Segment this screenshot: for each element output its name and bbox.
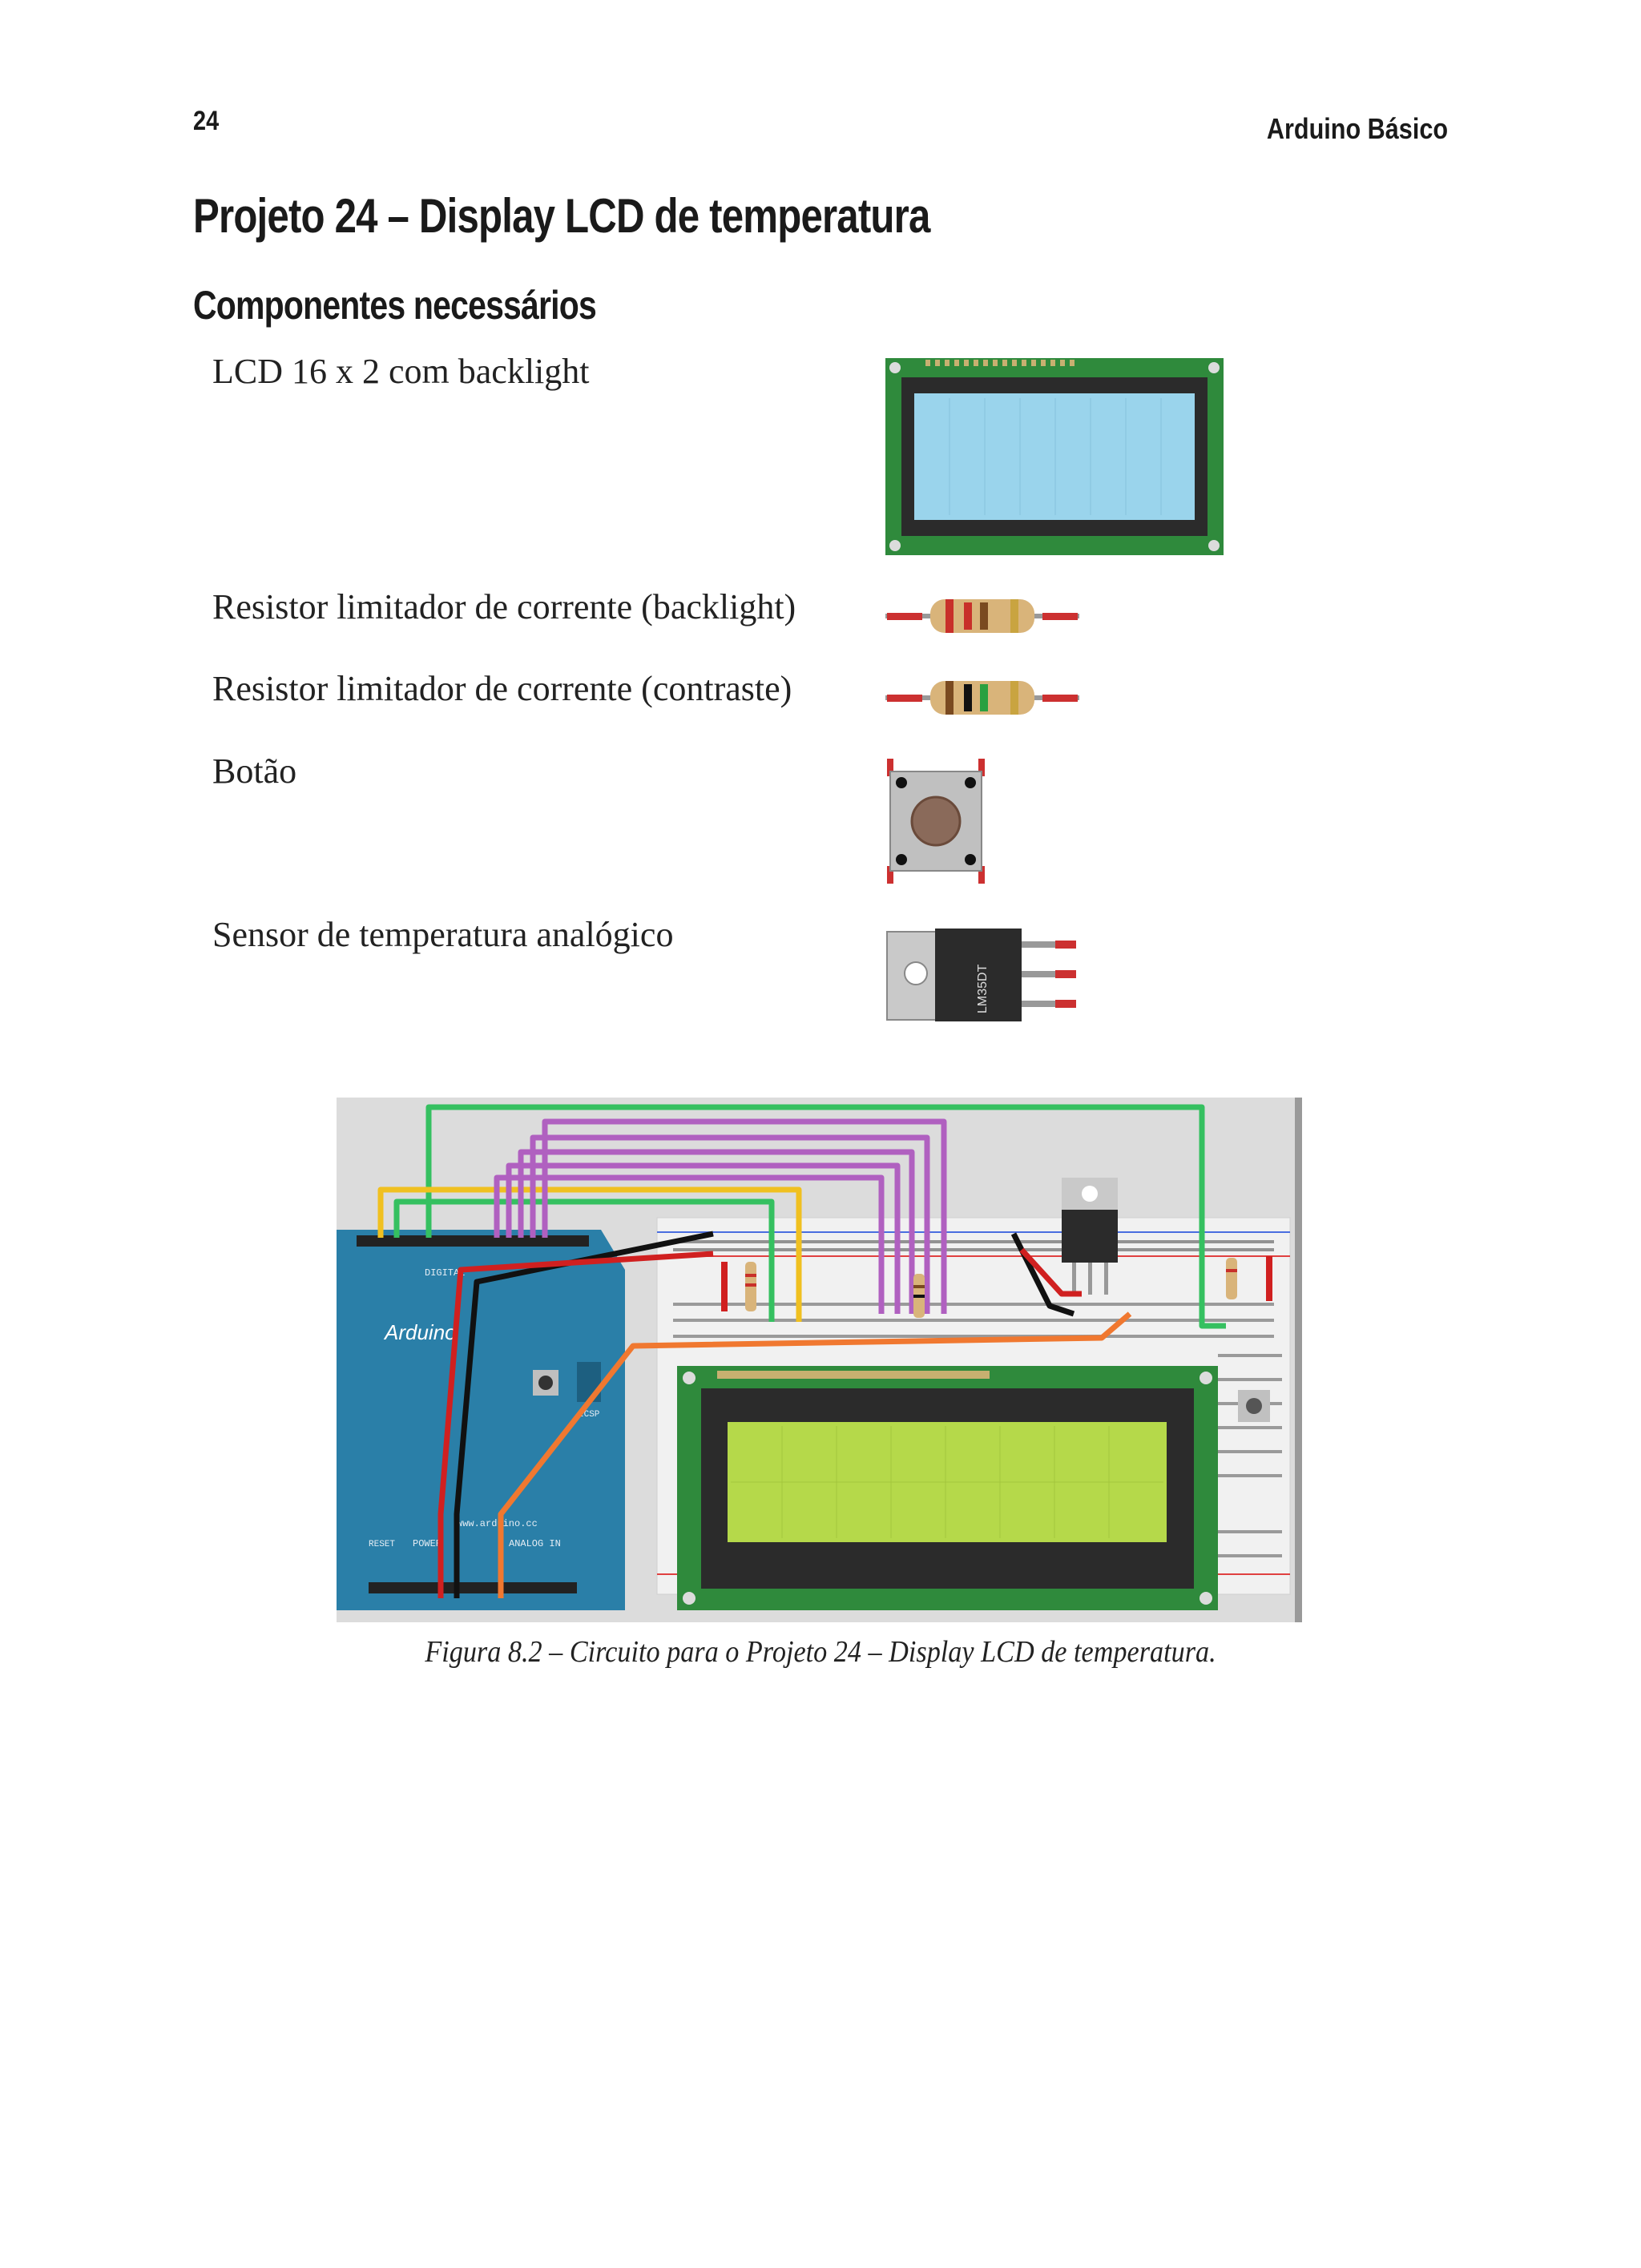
resistor-icon: [885, 599, 1079, 633]
board-label-power: POWER: [413, 1538, 441, 1549]
section-title: Componentes necessários: [193, 283, 597, 328]
running-header: Arduino Básico: [1266, 112, 1448, 145]
component-label-resistor-contrast: Resistor limitador de corrente (contrast…: [212, 669, 792, 708]
component-label-lcd: LCD 16 x 2 com backlight: [212, 352, 590, 391]
push-button-icon: [887, 759, 985, 884]
board-label-reset: RESET: [369, 1540, 395, 1549]
sensor-part-label: LM35DT: [976, 964, 990, 1013]
page-title: Projeto 24 – Display LCD de temperatura: [193, 189, 930, 243]
arduino-board-label: Arduino: [383, 1320, 457, 1344]
component-label-button: Botão: [212, 751, 297, 791]
figure-caption: Figura 8.2 – Circuito para o Projeto 24 …: [425, 1635, 1216, 1669]
board-label-analog: ANALOG IN: [509, 1538, 561, 1549]
board-url: www.arduino.cc: [457, 1518, 538, 1529]
lcd-16x2-icon: [885, 358, 1224, 555]
board-label-digital: DIGITAL: [425, 1267, 465, 1279]
resistor-icon: [885, 681, 1079, 715]
component-label-sensor: Sensor de temperatura analógico: [212, 915, 674, 954]
temperature-sensor-icon: LM35DT: [886, 929, 1076, 1021]
component-label-resistor-backlight: Resistor limitador de corrente (backligh…: [212, 587, 796, 626]
page-number: 24: [193, 106, 220, 136]
circuit-figure: Arduino DIGITAL POWER ANALOG IN ICSP RES…: [337, 1098, 1302, 1622]
